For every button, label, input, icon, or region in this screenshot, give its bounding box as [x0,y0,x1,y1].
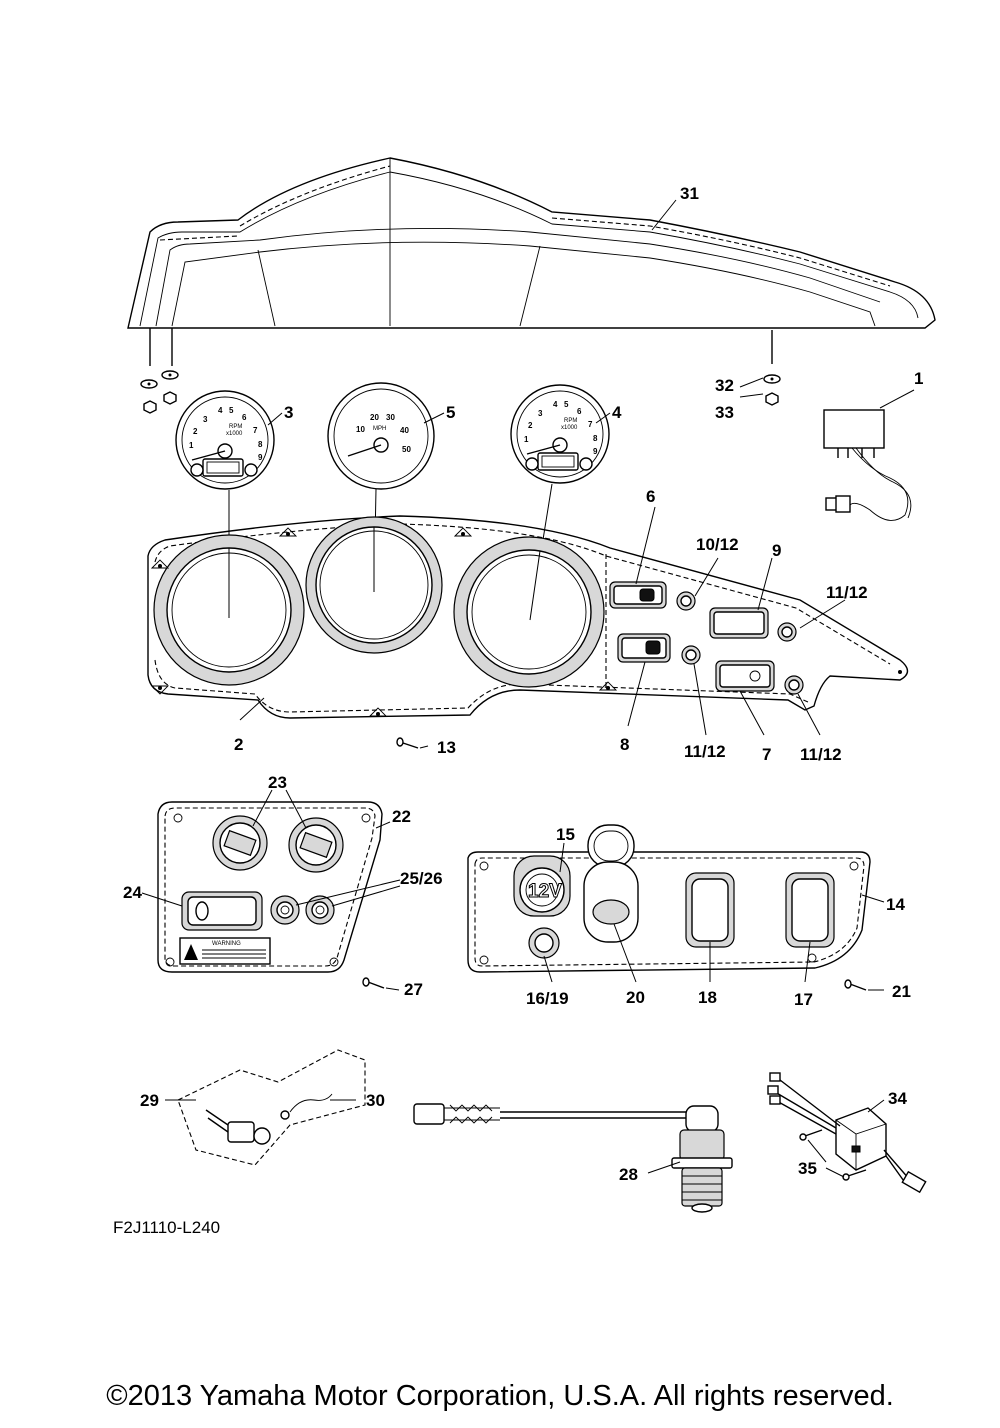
part-label-11-12-c: 11/12 [800,745,842,764]
part-label-1: 1 [914,369,923,388]
tach-left-unit: RPM [229,424,242,430]
part-label-9: 9 [772,541,781,560]
tach-left-tick-1: 1 [189,441,194,450]
part-label-21: 21 [892,982,911,1001]
part-label-14: 14 [886,895,905,914]
tachometer-right: 4 5 6 7 8 9 3 2 1 RPM x1000 [510,384,610,621]
part-label-35: 35 [798,1159,817,1178]
diagram-code: F2J1110-L240 [113,1218,221,1237]
speedo-tick-40: 40 [400,426,409,435]
tach-left-tick-8: 8 [258,440,263,449]
tach-left-tick-9: 9 [258,453,263,462]
part-label-18: 18 [698,988,717,1007]
lower-right-panel: 12V [467,824,871,973]
tach-right-tick-8: 8 [593,434,598,443]
speedo-tick-30: 30 [386,413,395,422]
part-label-28: 28 [619,1165,638,1184]
part-label-11-12-b: 11/12 [684,742,726,761]
part-label-6: 6 [646,487,655,506]
tach-left-tick-4: 4 [218,406,223,415]
leader-lines [141,199,915,1178]
part-label-3: 3 [284,403,293,422]
speedo-tick-50: 50 [402,445,411,454]
tach-right-tick-5: 5 [564,400,569,409]
tach-right-tick-1: 1 [524,435,529,444]
part-label-16-19: 16/19 [526,989,569,1008]
part-label-24: 24 [123,883,142,902]
part-label-32: 32 [715,376,734,395]
dash-cover [127,157,936,366]
relay-box [767,1072,927,1194]
cable-connector [413,1103,733,1213]
warning-label-title: WARNING [212,941,241,947]
part-label-11-12-a: 11/12 [826,583,868,602]
speedo-unit: MPH [373,426,386,432]
tach-right-tick-9: 9 [593,447,598,456]
part-label-10-12: 10/12 [696,535,739,554]
speedo-tick-20: 20 [370,413,379,422]
tach-right-tick-6: 6 [577,407,582,416]
part-label-17: 17 [794,990,813,1009]
part-label-20: 20 [626,988,645,1007]
part-label-25-26: 25/26 [400,869,443,888]
part-label-2: 2 [234,735,243,754]
part-labels: 1 2 3 4 5 6 7 8 9 10/12 11/12 11/12 11/1… [123,184,923,1184]
tach-left-tick-7: 7 [253,426,258,435]
part-label-29: 29 [140,1091,159,1110]
socket-12v-label: 12V [528,881,562,902]
control-module [823,409,912,521]
tach-right-tick-3: 3 [538,409,543,418]
tach-right-tick-2: 2 [528,421,533,430]
copyright-notice: ©2013 Yamaha Motor Corporation, U.S.A. A… [106,1380,894,1412]
washers-nuts [140,370,781,414]
screw-13 [396,737,419,749]
part-label-27: 27 [404,980,423,999]
part-label-7: 7 [762,745,771,764]
tach-left-scale: x1000 [226,431,243,437]
part-label-15: 15 [556,825,575,844]
part-label-33: 33 [715,403,734,422]
part-label-30: 30 [366,1091,385,1110]
dash-panel [147,515,909,719]
part-label-34: 34 [888,1089,907,1108]
part-label-22: 22 [392,807,411,826]
tach-left-tick-5: 5 [229,406,234,415]
screw-21 [844,979,867,991]
speedo-tick-10: 10 [356,425,365,434]
tach-left-tick-2: 2 [193,427,198,436]
tach-left-tick-6: 6 [242,413,247,422]
key-switch-kit [177,1049,366,1166]
tach-right-unit: RPM [564,418,577,424]
tach-right-tick-7: 7 [588,420,593,429]
tach-right-tick-4: 4 [553,400,558,409]
tach-left-tick-3: 3 [203,415,208,424]
screw-27 [362,977,385,989]
part-label-23: 23 [268,773,287,792]
tach-right-scale: x1000 [561,425,578,431]
lower-left-panel: WARNING [157,801,383,973]
part-label-13: 13 [437,738,456,757]
part-label-5: 5 [446,403,455,422]
part-label-4: 4 [612,403,622,422]
part-label-8: 8 [620,735,629,754]
part-label-31: 31 [680,184,699,203]
speedometer: 10 20 30 40 50 MPH [327,382,435,593]
